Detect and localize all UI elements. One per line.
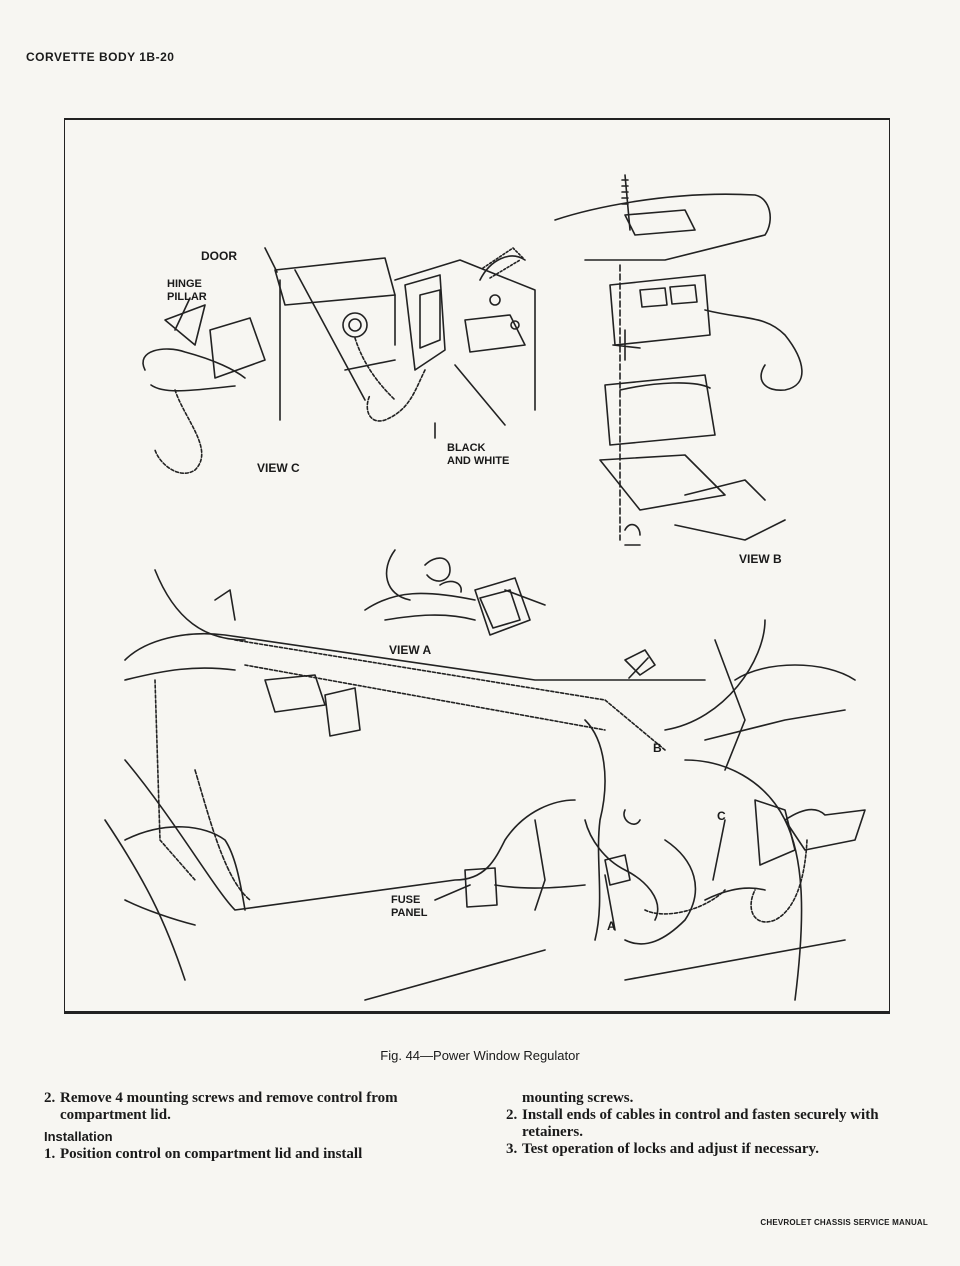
step-text: Test operation of locks and adjust if ne… — [522, 1141, 819, 1157]
label-view-c: VIEW C — [257, 461, 300, 475]
text-column-left: 2. Remove 4 mounting screws and remove c… — [36, 1090, 466, 1163]
step-number: 2. — [44, 1090, 56, 1106]
label-black-and-white: BLACK AND WHITE — [447, 442, 510, 467]
label-view-a: VIEW A — [389, 643, 432, 657]
view-b-drawing — [554, 174, 803, 546]
step-text: Install ends of cables in control and fa… — [522, 1107, 879, 1140]
view-a-drawing — [364, 549, 546, 636]
label-b: B — [653, 741, 662, 755]
line-drawing — [104, 174, 866, 1001]
step-number: 2. — [506, 1107, 518, 1123]
label-view-b: VIEW B — [739, 552, 782, 566]
label-a: A — [607, 919, 616, 933]
section-heading-installation: Installation — [44, 1129, 113, 1144]
page-footer: CHEVROLET CHASSIS SERVICE MANUAL — [760, 1218, 928, 1227]
step-item: 2. Install ends of cables in control and… — [498, 1107, 918, 1141]
step-text: Remove 4 mounting screws and remove cont… — [60, 1090, 398, 1123]
label-fuse-panel: FUSE PANEL — [391, 894, 428, 919]
figure-caption: Fig. 44—Power Window Regulator — [380, 1048, 580, 1063]
step-text: mounting screws. — [522, 1090, 634, 1106]
main-body-drawing — [104, 569, 866, 1001]
page-header: CORVETTE BODY 1B-20 — [26, 50, 175, 64]
step-item: 3. Test operation of locks and adjust if… — [498, 1141, 918, 1158]
step-item: 1. Position control on compartment lid a… — [36, 1146, 466, 1163]
step-item: 2. Remove 4 mounting screws and remove c… — [36, 1090, 466, 1124]
view-c-drawing — [142, 247, 536, 474]
step-number: 3. — [506, 1141, 518, 1157]
leader-lines — [174, 247, 726, 931]
label-hinge-pillar: HINGE PILLAR — [167, 278, 207, 303]
figure-power-window-regulator: DOOR HINGE PILLAR VIEW C BLACK AND WHITE… — [64, 118, 890, 1014]
step-continuation: mounting screws. — [498, 1090, 918, 1107]
label-c: C — [717, 809, 726, 823]
step-text: Position control on compartment lid and … — [60, 1146, 363, 1162]
label-door: DOOR — [201, 249, 237, 263]
step-number: 1. — [44, 1146, 56, 1162]
text-column-right: mounting screws. 2. Install ends of cabl… — [498, 1090, 918, 1158]
